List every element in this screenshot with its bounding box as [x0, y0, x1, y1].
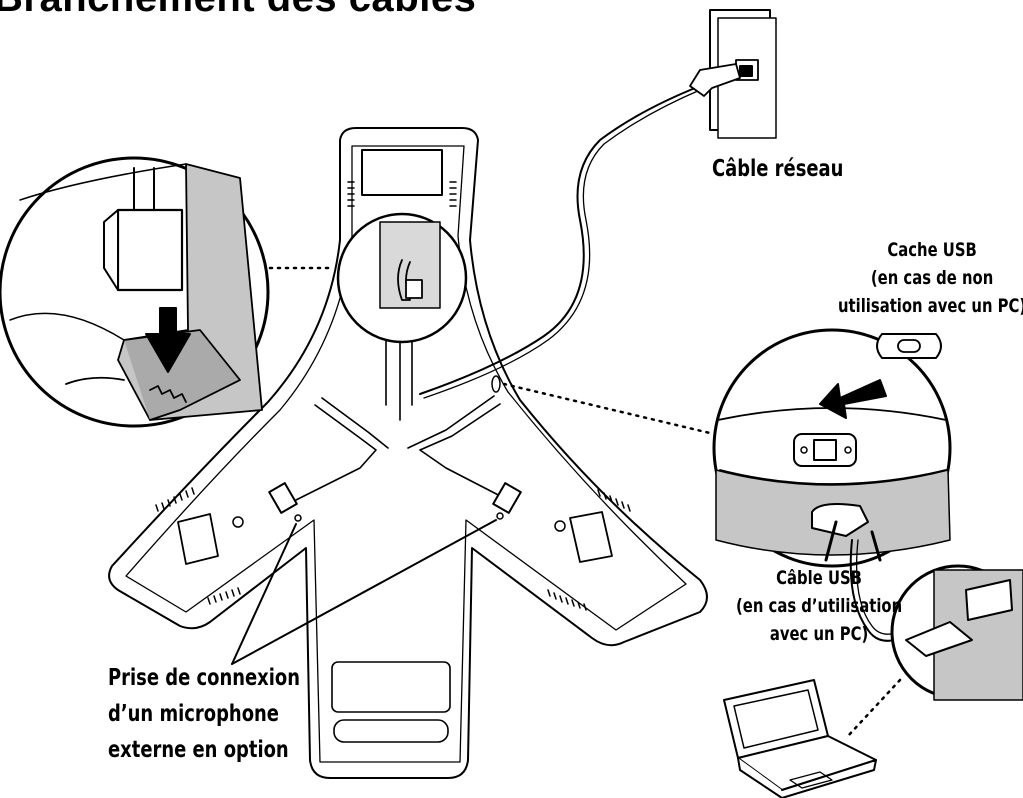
mic-jack-label: Prise de connexion d’un microphone exter… — [108, 660, 300, 768]
mic-jack-left — [294, 514, 302, 522]
leader-mic-right — [231, 519, 497, 665]
right-pod-led — [554, 520, 566, 532]
mic-jack-line-1: Prise de connexion — [108, 665, 300, 691]
mic-jack-line-2: d’un microphone — [108, 701, 279, 727]
leader-laptop — [846, 678, 902, 738]
left-pod-display — [177, 513, 219, 565]
phone-bottom-panel — [331, 661, 451, 713]
cable-channel-left — [295, 397, 389, 501]
mic-connector-left — [268, 482, 298, 514]
usb-port-magnifier — [890, 564, 1023, 701]
laptop — [723, 679, 877, 798]
usb-magnifier — [712, 328, 952, 568]
conference-phone — [108, 127, 708, 779]
left-pod-led — [232, 516, 244, 528]
mic-jack-line-3: externe en option — [108, 737, 289, 763]
network-cable-text: Câble réseau — [712, 156, 844, 182]
mic-connector-right — [492, 482, 522, 514]
right-pod-display — [569, 511, 613, 563]
plug-magnifier — [0, 156, 270, 428]
wall-jack — [689, 9, 777, 139]
phone-port-magnifier — [336, 212, 468, 344]
phone-usb-port — [491, 375, 501, 393]
phone-inner-outline — [125, 145, 687, 763]
usb-cover-line-1: Cache USB — [887, 239, 977, 261]
usb-cover-line-2: (en cas de non — [870, 267, 994, 289]
phone-outline — [108, 127, 708, 779]
usb-cover-part — [876, 333, 942, 359]
leader-mic-left — [231, 523, 297, 665]
usb-cable-label: Câble USB (en cas d’utilisation avec un … — [736, 564, 902, 648]
phone-display — [361, 149, 443, 196]
phone-bottom-slot — [333, 719, 449, 743]
network-cable-label: Câble réseau — [712, 156, 843, 182]
mic-jack-right — [496, 512, 504, 520]
usb-cover-line-3: utilisation avec un PC) — [838, 295, 1023, 317]
cable-channel-right — [407, 395, 509, 501]
usb-cable-line-1: Câble USB — [776, 567, 862, 589]
network-plug — [689, 63, 741, 97]
usb-cable-line-2: (en cas d’utilisation — [736, 595, 903, 617]
network-cable — [419, 85, 701, 395]
usb-cable — [849, 539, 907, 642]
usb-cover-label: Cache USB (en cas de non utilisation ave… — [838, 236, 1023, 320]
insert-arrow — [145, 307, 191, 373]
remove-arrow — [819, 379, 887, 419]
page-title: Branchement des câbles — [0, 0, 476, 21]
usb-cable-line-3: avec un PC) — [769, 623, 869, 645]
speaker-grille — [155, 181, 631, 611]
